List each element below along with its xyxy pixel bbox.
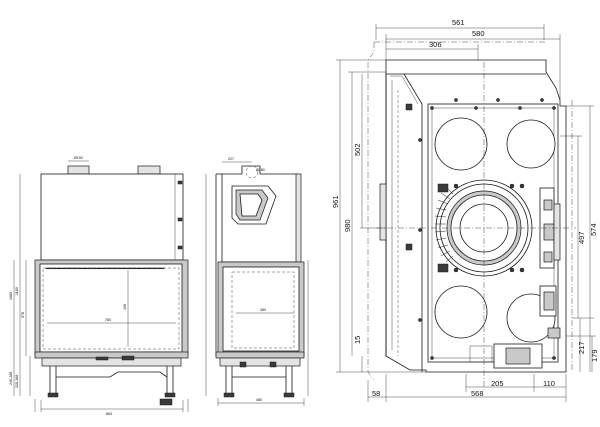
- port-top-right: [506, 119, 556, 169]
- side-view: 227 Ø180 380 480: [205, 157, 309, 406]
- dim-580: 580: [472, 29, 485, 38]
- port-bottom-left: [434, 285, 488, 339]
- front-height-3: 578: [21, 312, 25, 318]
- dim-217: 217: [577, 341, 586, 354]
- dim-574: 574: [589, 223, 598, 236]
- dim-568: 568: [471, 389, 484, 398]
- dim-58: 58: [372, 389, 380, 398]
- front-width-label: 863: [106, 412, 112, 416]
- side-width-label: 480: [256, 398, 262, 402]
- dim-306: 306: [429, 40, 442, 49]
- front-flue-collar-2: [137, 165, 161, 175]
- dim-110: 110: [543, 379, 555, 388]
- front-flue-collar: [67, 165, 90, 175]
- front-hood: [40, 173, 184, 261]
- plan-view: 561 580 306: [331, 18, 599, 402]
- front-inner-height-label: 406: [123, 304, 127, 310]
- front-height-5: 328-368: [15, 375, 19, 388]
- dim-205: 205: [491, 379, 504, 388]
- dim-980: 980: [343, 219, 352, 232]
- dim-497: 497: [577, 231, 586, 244]
- side-flue-label: Ø180: [256, 168, 265, 172]
- side-top-label: 227: [228, 157, 234, 161]
- port-top-left: [434, 117, 488, 171]
- front-height-2: 1080: [9, 292, 13, 300]
- dim-15: 15: [353, 336, 362, 344]
- dim-561: 561: [452, 18, 465, 27]
- dim-179: 179: [590, 349, 599, 362]
- side-inner-width-label: 380: [260, 308, 266, 312]
- dim-502: 502: [353, 143, 362, 156]
- front-height-4: 248-288: [9, 372, 13, 385]
- side-glass: [222, 266, 300, 352]
- front-glass: [39, 263, 183, 353]
- front-height-1: 1180: [15, 287, 19, 295]
- dim-961: 961: [331, 195, 340, 208]
- plan-bolts: [418, 98, 556, 360]
- front-inner-width-label: 780: [105, 318, 111, 322]
- front-flue-label: Ø150: [74, 156, 83, 160]
- front-view: 780 406 1180 1080 578 248-288 328-368 Ø1…: [9, 156, 189, 416]
